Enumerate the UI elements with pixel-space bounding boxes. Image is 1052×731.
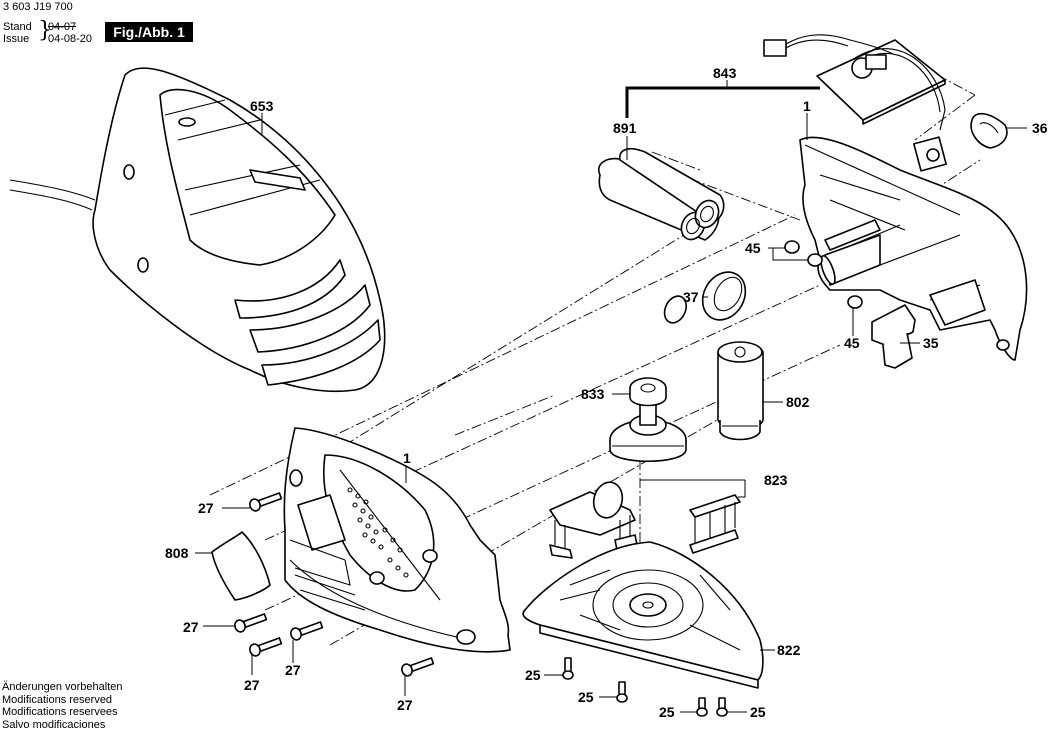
modifications-notice: Änderungen vorbehalten Modifications res…: [2, 681, 122, 731]
callout-27-c: 27: [244, 678, 260, 692]
callout-653: 653: [250, 99, 273, 113]
callout-843: 843: [713, 66, 736, 80]
callout-808: 808: [165, 546, 188, 560]
callout-45-b: 45: [844, 336, 860, 350]
callout-891: 891: [613, 121, 636, 135]
callout-25-b: 25: [578, 690, 594, 704]
callout-25-d: 25: [750, 705, 766, 719]
part-1-housing-bottom: [284, 428, 510, 652]
callout-25-c: 25: [659, 705, 675, 719]
callout-45-a: 45: [745, 241, 761, 255]
callout-27-b: 27: [183, 620, 199, 634]
part-822-plate: [523, 542, 763, 688]
callout-27-d: 27: [285, 663, 301, 677]
callout-35: 35: [923, 336, 939, 350]
part-802-motor: [718, 342, 763, 440]
callout-25-a: 25: [525, 668, 541, 682]
callout-802: 802: [786, 395, 809, 409]
footer-line-es: Salvo modificaciones: [2, 719, 122, 731]
part-35-switch: [872, 305, 915, 368]
part-37-ring: [694, 264, 754, 327]
part-36-cap: [971, 114, 1007, 148]
callout-36: 36: [1032, 121, 1048, 135]
callout-823: 823: [764, 473, 787, 487]
footer-line-en: Modifications reserved: [2, 694, 122, 707]
callout-833: 833: [581, 387, 604, 401]
callout-822: 822: [777, 643, 800, 657]
callout-37: 37: [683, 290, 699, 304]
callout-27-e: 27: [397, 698, 413, 712]
part-808-nameplate: [212, 532, 270, 600]
footer-line-fr: Modifications reservees: [2, 706, 122, 719]
callout-1-top: 1: [803, 99, 811, 113]
callout-1-bottom: 1: [403, 451, 411, 465]
part-653-charger: [10, 68, 385, 391]
part-833-gear: [610, 378, 686, 461]
callout-27-a: 27: [198, 501, 214, 515]
footer-line-de: Änderungen vorbehalten: [2, 681, 122, 694]
part-843-electronics: [627, 35, 946, 171]
